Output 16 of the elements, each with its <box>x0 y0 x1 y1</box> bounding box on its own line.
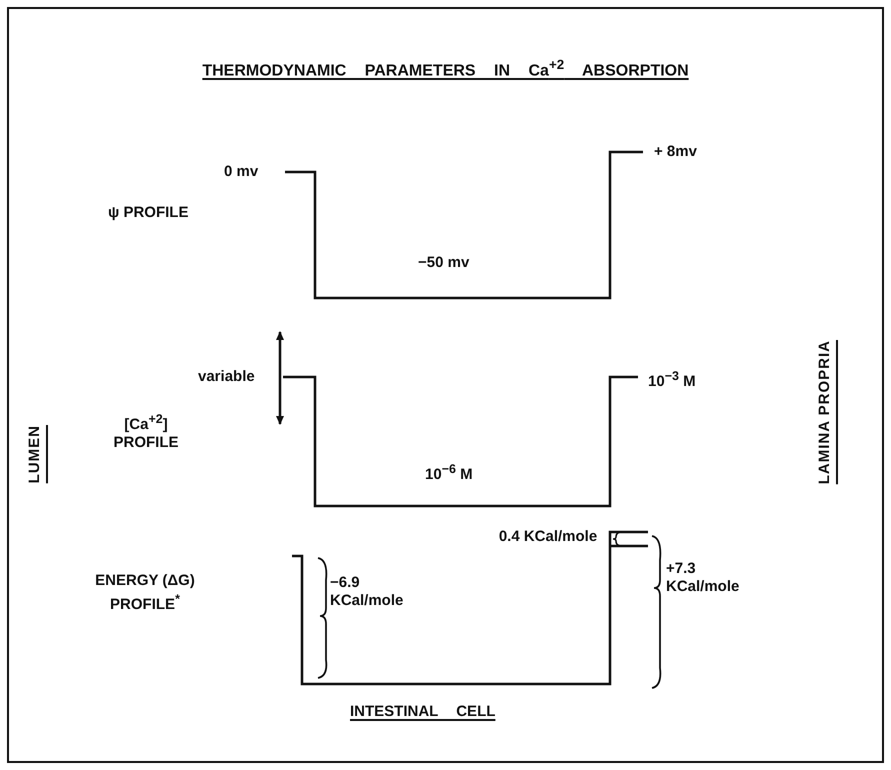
value-label: −50 mv <box>418 254 470 272</box>
value-label: 0.4 KCal/mole <box>498 528 598 546</box>
region-label: LUMEN <box>26 425 44 484</box>
value-label: variable <box>198 368 255 386</box>
profile-label: ENERGY (ΔG) PROFILE$^{*}$ <box>94 572 196 614</box>
value-label: 10$^{−6}$ M <box>425 461 473 484</box>
profile-label: [Ca$^{+2}$] PROFILE <box>112 411 180 452</box>
value-label: + 8mv <box>654 143 697 161</box>
region-label: INTESTINAL CELL <box>350 703 496 721</box>
value-label: 10$^{−3}$ M <box>648 368 696 391</box>
value-label: +7.3 KCal/mole <box>666 560 740 596</box>
diagram-title: THERMODYNAMIC PARAMETERS IN Ca$^{+2}$ ABSORPTION <box>201 56 690 80</box>
value-label: 0 mv <box>224 163 258 181</box>
value-label: −6.9 KCal/mole <box>330 574 404 610</box>
profile-label: ψ PROFILE <box>108 204 188 222</box>
region-label: LAMINA PROPRIA <box>816 340 834 484</box>
